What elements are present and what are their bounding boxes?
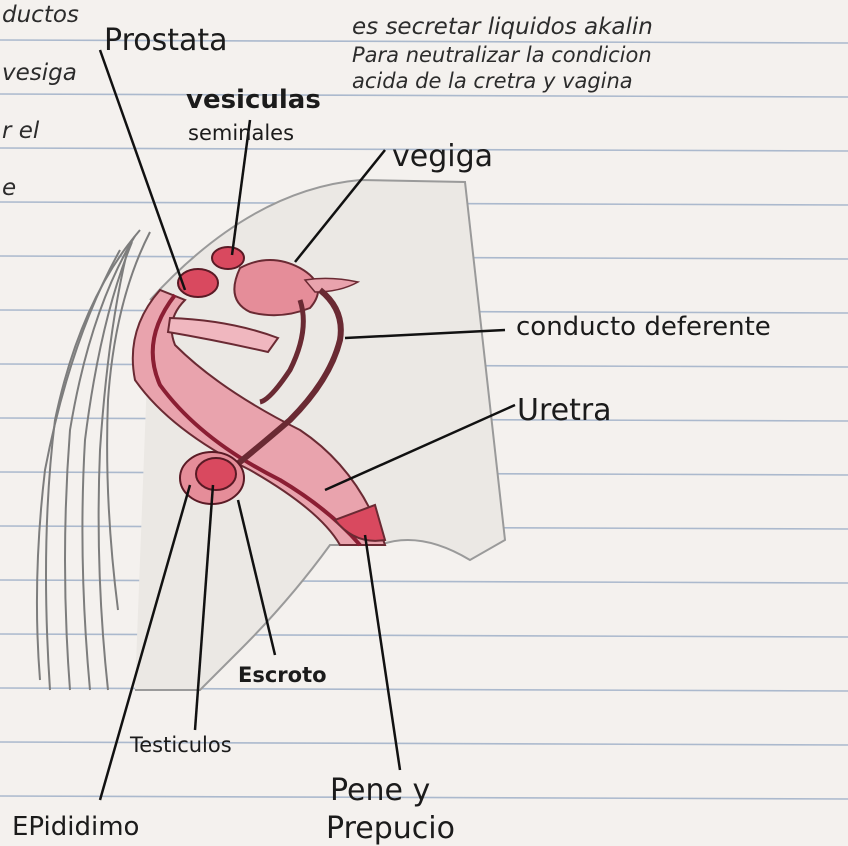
prostate-gland (178, 269, 218, 297)
note-right-line-2: Para neutralizar la condicion (352, 43, 652, 67)
note-right-line-3: acida de la cretra y vagina (352, 69, 633, 93)
note-right-line-1: es secretar liquidos akalin (352, 14, 653, 40)
label-escroto: Escroto (238, 663, 327, 687)
label-pene: Pene y (330, 773, 430, 808)
label-seminales: seminales (188, 121, 294, 145)
rule-line (0, 742, 848, 745)
rule-line (0, 688, 848, 691)
label-vegiga: vegiga (392, 139, 493, 174)
seminal-vesicle (212, 247, 244, 269)
label-conducto-deferente: conducto deferente (516, 312, 771, 342)
label-prostata: Prostata (104, 23, 228, 58)
rule-line (0, 94, 848, 97)
note-left-line-2: vesiga (2, 60, 77, 86)
label-testiculos: Testiculos (129, 733, 232, 757)
label-prepucio: Prepucio (326, 811, 455, 846)
top-right-notes: es secretar liquidos akalin Para neutral… (352, 14, 653, 93)
note-left-line-4: e (2, 175, 16, 201)
rule-line (0, 580, 848, 583)
note-left-line-3: r el (2, 118, 40, 144)
pencil-hair-strands (37, 230, 150, 690)
top-left-notes: ductos vesiga r el e (2, 2, 79, 201)
note-left-line-1: ductos (2, 2, 79, 28)
label-vesiculas: vesiculas (186, 85, 321, 115)
rule-line (0, 634, 848, 637)
label-epididimo: EPididimo (12, 812, 139, 842)
label-uretra: Uretra (517, 393, 612, 428)
testicle (196, 458, 236, 490)
